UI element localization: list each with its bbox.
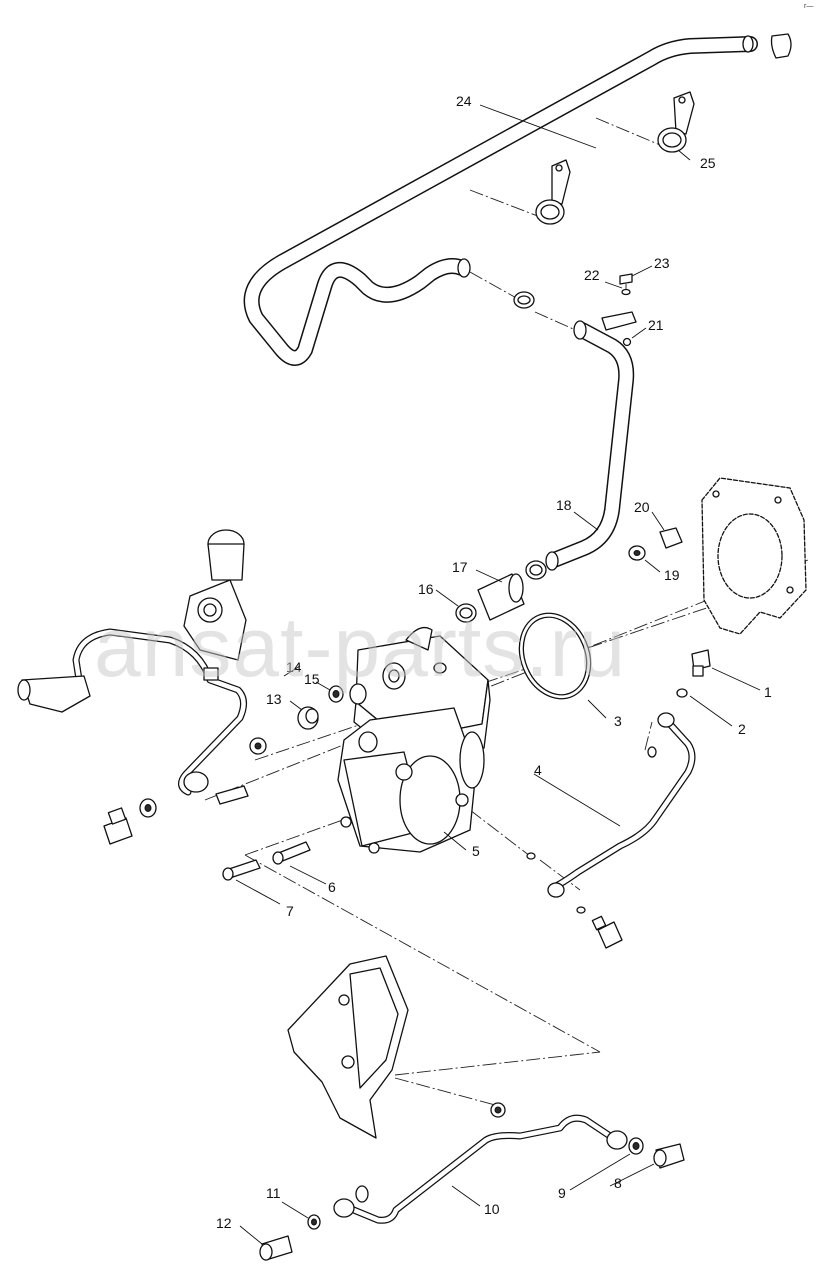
- part-22-washer: [621, 288, 631, 296]
- leader-lines: [235, 104, 761, 1245]
- callout-3: 3: [614, 713, 622, 729]
- part-6-bolt: [272, 841, 311, 865]
- part-20-plug: [659, 527, 683, 549]
- callout-12: 12: [216, 1215, 232, 1231]
- callout-24: 24: [456, 93, 472, 109]
- callout-9: 9: [558, 1185, 566, 1201]
- callout-2: 2: [738, 721, 746, 737]
- callout-19: 19: [664, 567, 680, 583]
- part-3-o-ring: [518, 612, 592, 700]
- part-11-washer: [307, 1214, 321, 1230]
- callout-20: 20: [634, 499, 650, 515]
- callout-17: 17: [452, 559, 468, 575]
- callout-15: 15: [304, 671, 320, 687]
- part-7-bolt: [222, 859, 261, 881]
- callout-6: 6: [328, 879, 336, 895]
- callout-10: 10: [484, 1201, 500, 1217]
- watermark: ansat-parts.ru: [94, 600, 626, 694]
- callout-16: 16: [418, 581, 434, 597]
- part-4-oil-supply-line: [526, 712, 696, 949]
- callout-1: 1: [764, 684, 772, 700]
- part-23-bolt: [619, 273, 633, 290]
- part-12-banjo-bolt: [259, 1235, 293, 1261]
- callout-14: 14: [286, 659, 302, 675]
- callout-18: 18: [556, 497, 572, 513]
- part-16-hose-clamp: [455, 560, 547, 623]
- callout-4: 4: [534, 762, 542, 778]
- mounting-flange-plate: [701, 477, 807, 635]
- callout-21: 21: [648, 317, 664, 333]
- part-18-intake-tube: [545, 320, 635, 571]
- part-8-banjo-bolt: [653, 1143, 685, 1169]
- part-5-air-compressor: [337, 626, 491, 854]
- callout-8: 8: [614, 1175, 622, 1191]
- callout-22: 22: [584, 267, 600, 283]
- part-13-hollow-screw: [297, 706, 319, 730]
- callouts: 1 2 3 4 5 6 7 8 9 10 11 12 13 14 15 16 1…: [216, 93, 772, 1231]
- callout-11: 11: [266, 1185, 281, 1201]
- callout-13: 13: [266, 691, 282, 707]
- part-19-seal-ring: [628, 545, 646, 561]
- callout-25: 25: [700, 155, 716, 171]
- part-14-coolant-pipe: [17, 529, 267, 845]
- corner-mark: r—: [804, 3, 813, 10]
- callout-23: 23: [654, 255, 670, 271]
- part-21-bracket: [601, 311, 637, 347]
- part-17-hose-coupling: [477, 573, 525, 621]
- part-24-breather-tube: [243, 33, 792, 366]
- callout-7: 7: [286, 903, 294, 919]
- part-2-washer: [676, 688, 688, 698]
- part-9-washer: [628, 1137, 644, 1155]
- part-25-tube-clamps: [535, 91, 695, 225]
- part-10-oil-return-line: [333, 1102, 628, 1224]
- part-1-banjo-bolt: [691, 649, 711, 677]
- callout-5: 5: [472, 843, 480, 859]
- part-15-seal-ring: [328, 685, 344, 703]
- hose-clamp-upper: [513, 291, 535, 309]
- gear-cover-plate: [287, 955, 409, 1139]
